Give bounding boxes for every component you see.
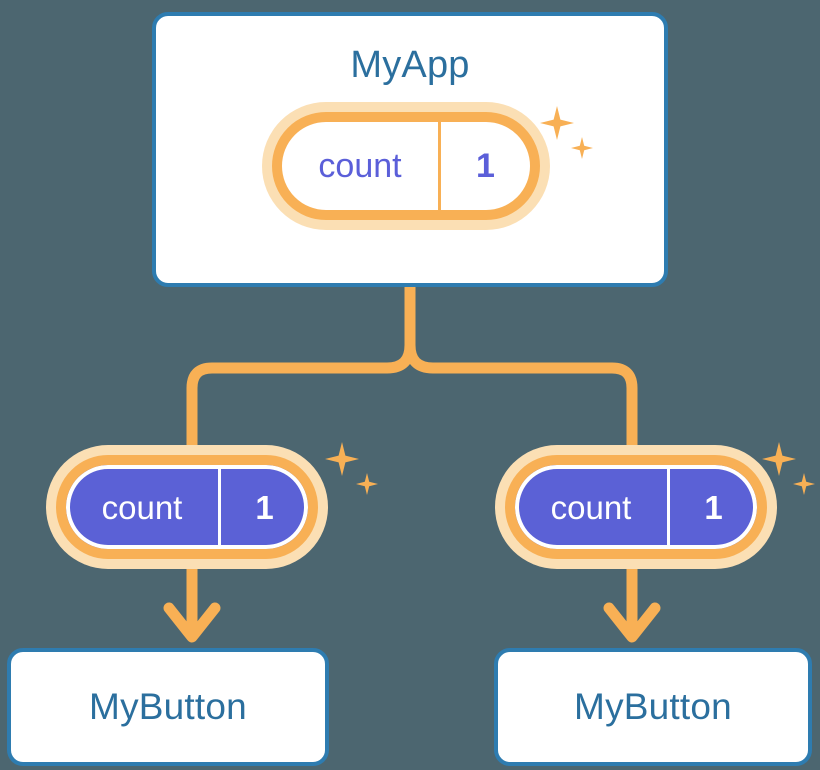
state-pill[interactable]: count 1	[56, 455, 318, 559]
tree-branch-connector-right	[404, 339, 638, 531]
component-title: MyApp	[350, 44, 470, 86]
component-card-mybutton-right[interactable]: MyButton	[494, 648, 812, 766]
state-divider	[218, 465, 221, 549]
state-value: 1	[476, 147, 495, 185]
arrow-down-icon	[163, 602, 221, 643]
state-pill-mybutton-right[interactable]: count 1	[505, 455, 767, 559]
state-key: count	[550, 488, 632, 526]
state-key: count	[318, 147, 402, 185]
state-pill-mybutton-left[interactable]: count 1	[56, 455, 318, 559]
component-title: MyButton	[574, 686, 732, 727]
state-pill[interactable]: count 1	[272, 112, 540, 220]
component-card-mybutton-left[interactable]: MyButton	[7, 648, 329, 766]
arrow-down-icon-right	[603, 602, 661, 643]
state-value: 1	[704, 488, 723, 526]
state-divider	[667, 465, 670, 549]
component-title: MyButton	[89, 686, 247, 727]
state-pill[interactable]: count 1	[505, 455, 767, 559]
state-value: 1	[255, 488, 274, 526]
state-key: count	[101, 488, 183, 526]
state-divider	[438, 122, 441, 210]
state-pill-myapp[interactable]: count 1	[272, 112, 540, 220]
